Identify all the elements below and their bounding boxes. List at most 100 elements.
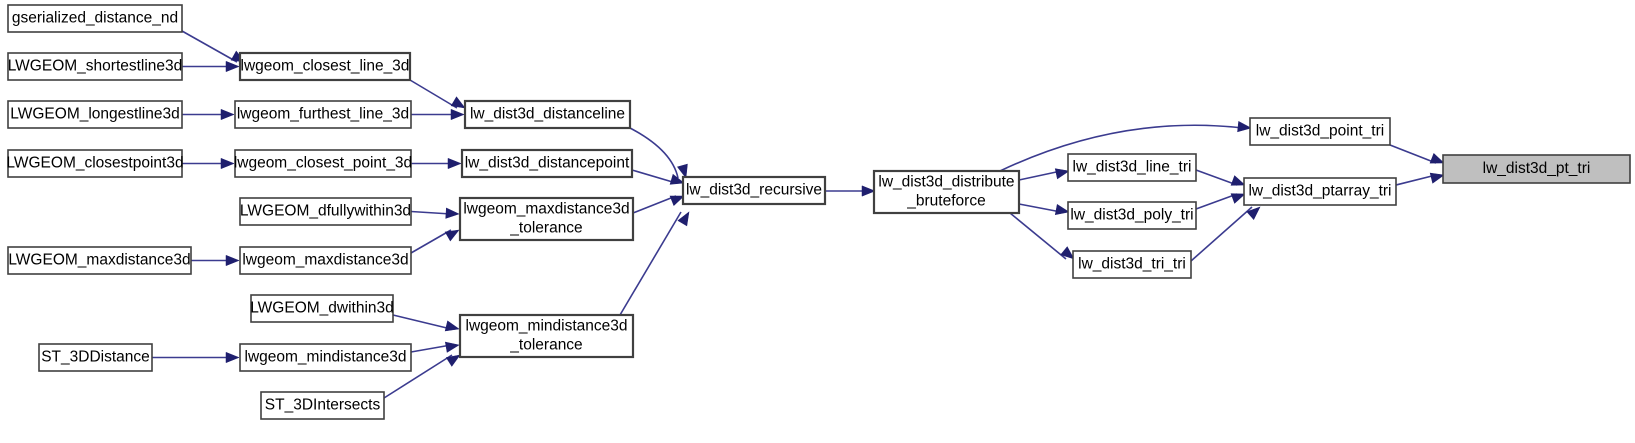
graph-node-lw_dist3d_line_tri[interactable]: lw_dist3d_line_tri [1067,153,1197,182]
graph-node-lwgeom_closest_line_3d[interactable]: lwgeom_closest_line_3d [238,51,412,82]
graph-edge [1195,169,1246,186]
graph-node-lw_dist3d_ptarray_tri[interactable]: lw_dist3d_ptarray_tri [1243,177,1397,206]
node-box[interactable] [239,343,412,372]
node-box[interactable] [239,246,412,275]
arrowhead-icon [677,163,688,179]
node-label: lwgeom_furthest_line_3d [237,106,409,123]
graph-node-lw_dist3d_poly_tri[interactable]: lw_dist3d_poly_tri [1067,201,1197,230]
graph-node-lwgeom_maxdistance3d[interactable]: lwgeom_maxdistance3d [239,246,412,275]
node-box[interactable] [681,175,827,206]
graph-node-LWGEOM_shortestline3d[interactable]: LWGEOM_shortestline3d [7,52,183,81]
arrowhead-icon [444,229,460,242]
node-box[interactable] [7,246,192,275]
arrowhead-icon [677,211,690,227]
node-box[interactable] [458,196,635,242]
node-box[interactable] [250,294,394,323]
graph-edge [191,254,240,267]
graph-edge [410,341,460,353]
graph-node-LWGEOM_dwithin3d[interactable]: LWGEOM_dwithin3d [250,294,394,323]
arrowhead-icon [450,108,465,121]
arrowhead-icon [450,96,466,109]
node-box[interactable] [7,149,183,178]
arrowhead-icon [220,108,235,121]
node-box[interactable] [1072,250,1192,279]
node-layer: gserialized_distance_ndLWGEOM_shortestli… [6,4,1631,420]
graph-node-lw_dist3d_distribute_bruteforce[interactable]: lw_dist3d_distribute_bruteforce [872,169,1021,215]
node-box[interactable] [458,313,635,359]
graph-edge [1018,168,1070,181]
graph-node-lw_dist3d_distanceline[interactable]: lw_dist3d_distanceline [463,99,632,130]
graph-edge [411,108,465,121]
arrowhead-icon [1230,193,1246,204]
arrowhead-icon [1246,206,1261,220]
arrowhead-icon [1230,175,1246,186]
node-box[interactable] [260,391,385,420]
node-label: lw_dist3d_recursive [686,182,822,199]
arrowhead-icon [861,185,876,197]
node-box[interactable] [1067,153,1197,182]
graph-node-lwgeom_maxdistance3d_tolerance[interactable]: lwgeom_maxdistance3d_tolerance [458,196,635,242]
node-label: LWGEOM_maxdistance3d [8,252,190,269]
node-label: lw_dist3d_pt_tri [1483,160,1591,177]
node-label: lw_dist3d_ptarray_tri [1248,183,1391,200]
node-label: LWGEOM_longestline3d [10,106,179,123]
arrowhead-icon [669,173,685,185]
graph-node-lwgeom_furthest_line_3d[interactable]: lwgeom_furthest_line_3d [234,100,412,129]
arrowhead-icon [1429,172,1445,184]
graph-node-lw_dist3d_pt_tri[interactable]: lw_dist3d_pt_tri [1442,154,1631,184]
node-box[interactable] [463,99,632,130]
graph-node-LWGEOM_closestpoint3d[interactable]: LWGEOM_closestpoint3d [6,149,184,178]
graph-node-LWGEOM_maxdistance3d[interactable]: LWGEOM_maxdistance3d [7,246,192,275]
arrowhead-icon [1060,246,1075,260]
arrowhead-icon [225,254,240,267]
node-box[interactable] [238,51,412,82]
graph-node-lw_dist3d_distancepoint[interactable]: lw_dist3d_distancepoint [460,148,634,179]
graph-node-ST_3DIntersects[interactable]: ST_3DIntersects [260,391,385,420]
graph-edge [1195,193,1246,210]
node-box[interactable] [234,100,412,129]
graph-edge [632,195,685,214]
arrowhead-icon [1429,152,1445,164]
node-label: lw_dist3d_poly_tri [1070,207,1193,224]
node-box[interactable] [1442,154,1631,184]
node-label: lwgeom_mindistance3d [245,349,407,366]
arrowhead-icon [1237,121,1252,133]
graph-node-lwgeom_closest_point_3d[interactable]: lwgeom_closest_point_3d [234,149,412,178]
graph-edge [631,169,685,185]
node-label: LWGEOM_dfullywithin3d [240,203,411,220]
graph-node-lwgeom_mindistance3d[interactable]: lwgeom_mindistance3d [239,343,412,372]
graph-edge [629,127,688,179]
graph-node-LWGEOM_dfullywithin3d[interactable]: LWGEOM_dfullywithin3d [239,197,412,226]
arrowhead-icon [445,207,460,219]
graph-edge [410,229,460,254]
graph-node-lw_dist3d_tri_tri[interactable]: lw_dist3d_tri_tri [1072,250,1192,279]
node-box[interactable] [460,148,634,179]
graph-edge [182,157,235,170]
graph-node-LWGEOM_longestline3d[interactable]: LWGEOM_longestline3d [7,100,183,129]
graph-node-lw_dist3d_point_tri[interactable]: lw_dist3d_point_tri [1249,117,1391,146]
edge-layer [152,30,1445,399]
node-box[interactable] [7,100,183,129]
node-box[interactable] [239,197,412,226]
node-box[interactable] [872,169,1021,215]
graph-node-gserialized_distance_nd[interactable]: gserialized_distance_nd [7,4,183,33]
node-box[interactable] [1067,201,1197,230]
node-label: lw_dist3d_distribute_bruteforce [878,174,1014,210]
node-box[interactable] [7,4,183,33]
node-box[interactable] [38,343,153,372]
graph-node-lw_dist3d_recursive[interactable]: lw_dist3d_recursive [681,175,827,206]
graph-edge [182,60,240,73]
graph-node-lwgeom_mindistance3d_tolerance[interactable]: lwgeom_mindistance3d_tolerance [458,313,635,359]
graph-edge [1009,212,1075,260]
node-box[interactable] [1249,117,1391,146]
node-box[interactable] [1243,177,1397,206]
node-box[interactable] [7,52,183,81]
node-box[interactable] [234,149,412,178]
graph-node-ST_3DDistance[interactable]: ST_3DDistance [38,343,153,372]
graph-edge [383,354,461,399]
node-label: lw_dist3d_line_tri [1073,159,1192,176]
node-label: LWGEOM_shortestline3d [8,58,183,75]
graph-edge [825,185,876,197]
